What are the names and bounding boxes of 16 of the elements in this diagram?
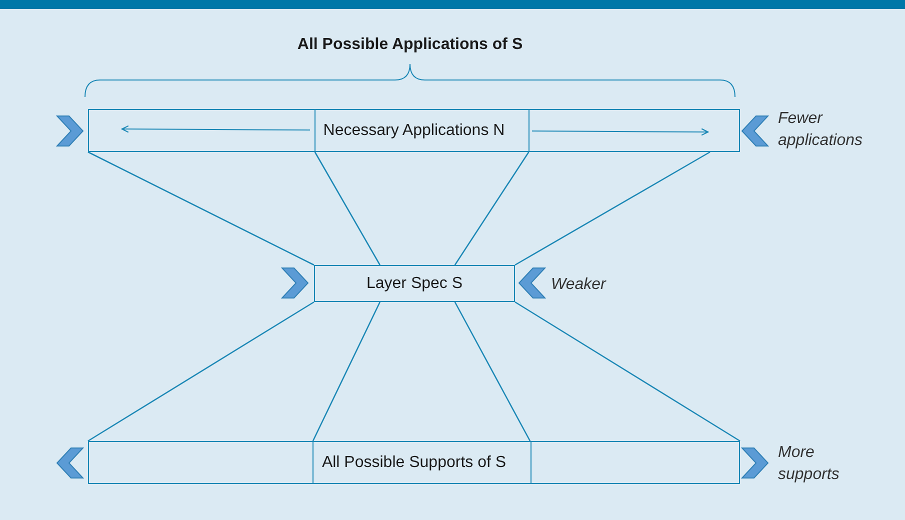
- process-box: [88, 109, 740, 152]
- connector-line: [312, 302, 381, 442]
- process-box: [314, 265, 515, 302]
- side-note: Weaker: [551, 275, 608, 295]
- connector-line: [514, 301, 740, 442]
- bracket-label: All Possible Applications of S: [297, 36, 523, 54]
- box-label: All Possible Supports of S: [320, 454, 508, 472]
- connector-line: [314, 152, 380, 266]
- connector-line: [454, 302, 531, 442]
- process-box: [88, 441, 740, 484]
- side-note: Fewer applications: [778, 109, 864, 151]
- connector-line: [514, 151, 710, 266]
- connector-line: [454, 152, 530, 266]
- connector-line: [88, 301, 314, 442]
- side-note: More supports: [778, 443, 840, 485]
- connector-line: [88, 151, 314, 266]
